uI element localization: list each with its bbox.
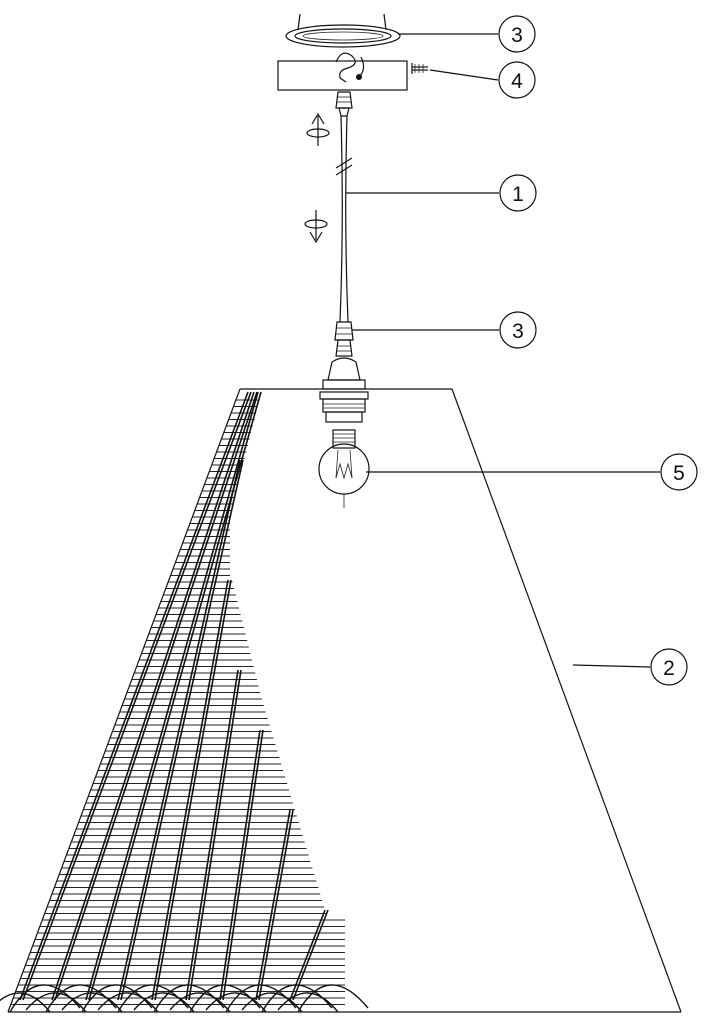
callout-label: 3 — [511, 24, 523, 47]
rotate-up-icon — [306, 112, 330, 146]
callout-label: 1 — [512, 183, 524, 206]
shade-rib — [54, 391, 258, 1001]
shade-loop — [205, 992, 267, 1013]
light-bulb — [318, 429, 370, 508]
callout-1: 3 — [398, 15, 536, 53]
mounting-ring — [285, 13, 401, 48]
shade-loop — [61, 992, 123, 1013]
callout-4: 3 — [352, 311, 537, 349]
shade-loop — [97, 992, 159, 1013]
mounting-screw — [411, 63, 428, 74]
shade-rib — [51, 391, 255, 1001]
cord-grip-top — [335, 91, 353, 117]
lamp-socket — [319, 357, 369, 423]
shade-rib — [85, 391, 259, 1001]
shade-loop — [241, 992, 303, 1013]
shade-rib — [185, 669, 239, 1001]
shade-rib — [258, 809, 294, 1001]
callout-2: 4 — [429, 61, 536, 99]
cord-grip-bottom — [334, 321, 354, 357]
callout-3: 1 — [346, 174, 537, 212]
shade-loop — [297, 984, 369, 1013]
shade-rib — [19, 391, 249, 1001]
shade-rib — [222, 729, 264, 1001]
power-cord — [335, 115, 353, 323]
shade-rib — [120, 459, 244, 1001]
shade-loop — [25, 992, 87, 1013]
shade-rib — [188, 669, 242, 1001]
callout-label: 5 — [673, 462, 685, 485]
shade-rib — [154, 579, 232, 1001]
callout-label: 2 — [663, 657, 675, 680]
shade-loop — [45, 984, 117, 1013]
shade-rib — [22, 391, 252, 1001]
shade-loop — [0, 992, 51, 1013]
shade-loop — [133, 992, 195, 1013]
shade-rib — [151, 579, 229, 1001]
shade-rib — [289, 909, 326, 1001]
callout-label: 3 — [512, 320, 524, 343]
shade-rib — [117, 459, 241, 1001]
shade-rib — [255, 809, 291, 1001]
shade-loop — [169, 992, 231, 1013]
shade-loop — [277, 992, 339, 1013]
callout-6: 2 — [572, 648, 688, 686]
callout-label: 4 — [511, 70, 523, 93]
callout-5: 5 — [366, 453, 698, 491]
shade-rib — [219, 729, 261, 1001]
ceiling-canopy — [277, 52, 408, 91]
lamp-shade — [0, 388, 682, 1013]
rotate-down-icon — [304, 210, 328, 244]
